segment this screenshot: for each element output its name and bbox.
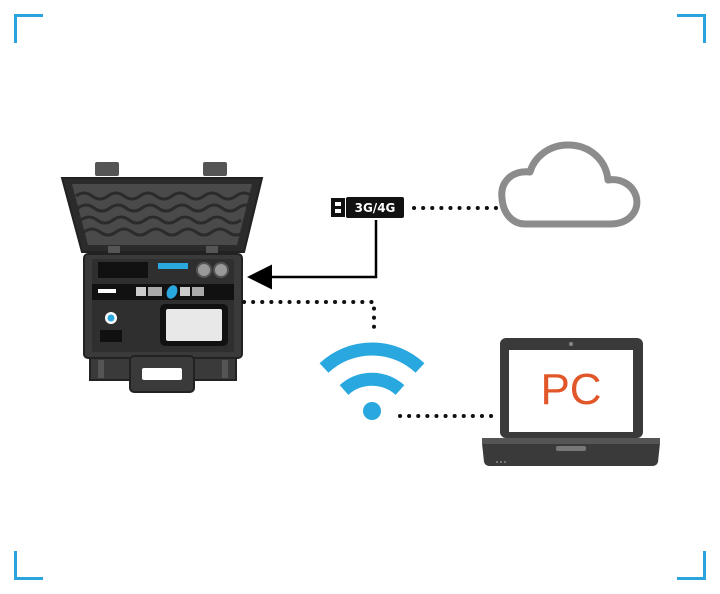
cloud-icon (502, 145, 637, 224)
usb-modem-icon: 3G/4G (331, 197, 404, 218)
laptop-icon: PC (482, 338, 660, 466)
laptop-screen-label: PC (540, 365, 601, 414)
wifi-icon (324, 349, 420, 420)
link-device-wifi (244, 302, 374, 328)
modem-label: 3G/4G (355, 201, 396, 215)
link-modem-device-arrow (252, 220, 376, 277)
rugged-case-device-icon (62, 162, 262, 392)
